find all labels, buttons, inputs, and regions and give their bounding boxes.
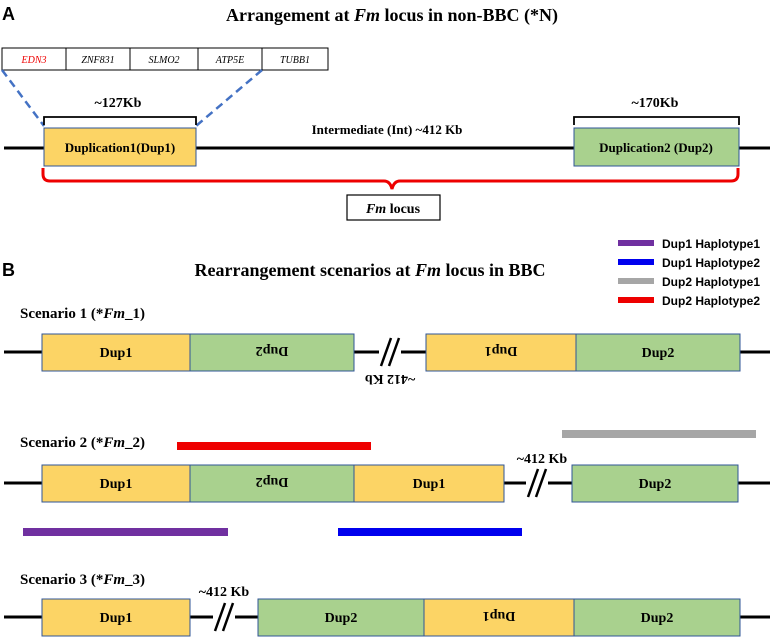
intermediate-label: Intermediate (Int) ~412 Kb — [312, 122, 463, 137]
dup1-block — [43, 127, 197, 167]
break-mark — [379, 337, 401, 367]
dup1-block-label: Duplication1(Dup1) — [65, 140, 176, 155]
fm-locus-label: Fm locus — [365, 202, 421, 217]
legend-swatch — [618, 297, 654, 303]
gene-label: ATP5E — [215, 55, 245, 66]
gene-box — [261, 47, 329, 71]
block-label: Dup2 — [639, 477, 672, 492]
dup1-haplotype1-bar — [23, 528, 228, 536]
fm-locus-box — [346, 194, 441, 221]
dup2-block-label: Duplication2 (Dup2) — [599, 140, 713, 155]
gap-label: ~412 Kb — [517, 452, 568, 467]
scenario-2-title: Scenario 2 (*Fm_2) — [20, 435, 145, 451]
legend-label: Dup1 Haplotype2 — [662, 256, 760, 270]
block-label: Dup1 — [100, 611, 133, 626]
dup2-block — [257, 598, 425, 637]
dup2-block — [573, 598, 741, 637]
block-label-inverted: Dup2 — [256, 343, 289, 358]
block-label: Dup1 — [100, 346, 133, 361]
dup2-block — [189, 333, 355, 372]
block-label-inverted: Dup1 — [485, 343, 518, 358]
legend-label: Dup1 Haplotype1 — [662, 237, 760, 251]
scenario-1-title: Scenario 1 (*Fm_1) — [20, 306, 145, 322]
legend-swatch — [618, 278, 654, 284]
gene-label: ZNF831 — [81, 55, 114, 66]
dup2-haplotype2-bar — [177, 442, 371, 450]
dup1-haplotype2-bar — [338, 528, 522, 536]
dup1-block — [353, 464, 505, 503]
break-mark — [213, 602, 235, 632]
legend-swatch — [618, 240, 654, 246]
legend-swatch — [618, 259, 654, 265]
block-label: Dup1 — [413, 477, 446, 492]
gene-label: TUBB1 — [280, 55, 310, 66]
dup2-block — [575, 333, 741, 372]
dup1-block — [423, 598, 575, 637]
block-label: Dup2 — [641, 611, 674, 626]
dup2-block — [573, 127, 740, 167]
gene-label: SLMO2 — [148, 55, 179, 66]
dup1-block — [41, 598, 191, 637]
dup1-size-bracket — [43, 116, 197, 125]
dup2-haplotype1-bar — [562, 430, 756, 438]
dup1-size-label: ~127Kb — [95, 96, 142, 111]
panel-a-letter: A — [2, 4, 15, 24]
gene-list: EDN3 ZNF831 SLMO2 ATP5E TUBB1 — [1, 47, 329, 71]
block-label: Dup1 — [100, 477, 133, 492]
block-label-inverted: Dup1 — [483, 608, 516, 623]
legend-label: Dup2 Haplotype1 — [662, 275, 760, 289]
block-label-inverted: Dup2 — [256, 474, 289, 489]
break-mark — [526, 468, 548, 498]
legend: Dup1 Haplotype1 Dup1 Haplotype2 Dup2 Hap… — [618, 237, 760, 308]
dup2-block — [571, 464, 739, 503]
scenario-3-title: Scenario 3 (*Fm_3) — [20, 572, 145, 588]
block-label: Dup2 — [325, 611, 358, 626]
gene-label: EDN3 — [21, 55, 47, 66]
panel-b-letter: B — [2, 260, 15, 280]
block-label: Dup2 — [642, 346, 675, 361]
dup1-block — [41, 464, 191, 503]
dup2-size-label: ~170Kb — [632, 96, 679, 111]
zoom-line-right — [195, 69, 263, 127]
dup2-size-bracket — [573, 116, 740, 125]
zoom-line-left — [1, 69, 45, 127]
fm-locus-bracket — [41, 168, 740, 190]
gap-label: ~412 Kb — [199, 585, 250, 600]
panel-a-title: Arrangement at Fm locus in non-BBC (*N) — [226, 5, 558, 26]
dup2-block — [189, 464, 355, 503]
panel-b-title: Rearrangement scenarios at Fm locus in B… — [195, 260, 546, 280]
legend-label: Dup2 Haplotype2 — [662, 294, 760, 308]
gap-label-inverted: ~412 Kb — [365, 371, 416, 386]
